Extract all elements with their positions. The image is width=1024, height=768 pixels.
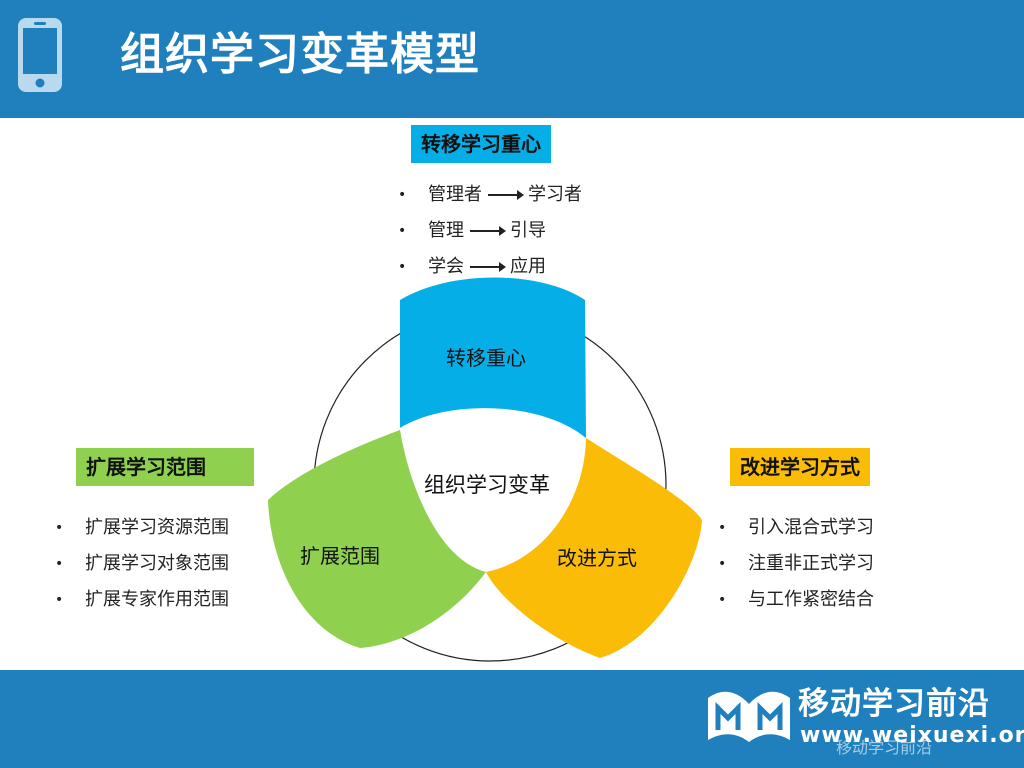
change-model-diagram: 转移重心 扩展范围 改进方式 组织学习变革 [268,277,702,662]
list-item: 管理 引导 [398,213,582,249]
petal-label-green: 扩展范围 [300,544,380,568]
item-from: 学会 [428,256,464,277]
list-item: 扩展专家作用范围 [55,582,229,618]
center-label: 组织学习变革 [424,473,550,497]
list-item: 学会 应用 [398,249,582,285]
page-title: 组织学习变革模型 [120,29,480,80]
bullet-list-top: 管理者 学习者 管理 引导 学会 应用 [398,177,582,285]
list-item: 引入混合式学习 [718,510,874,546]
brand-url: www.weixuexi.org [800,723,1024,748]
petal-yellow [486,438,702,658]
brand-name: 移动学习前沿 [798,686,990,722]
petal-green [268,430,486,648]
petal-label-yellow: 改进方式 [557,546,637,570]
arrow-icon [470,226,506,236]
arrow-icon [470,262,506,272]
list-item: 注重非正式学习 [718,546,874,582]
petal-blue [400,277,586,438]
label-right: 改进学习方式 [730,448,870,486]
book-logo-icon [708,691,790,742]
item-to: 引导 [510,220,546,241]
list-item: 扩展学习对象范围 [55,546,229,582]
label-top: 转移学习重心 [411,125,551,163]
list-item: 管理者 学习者 [398,177,582,213]
bullet-list-right: 引入混合式学习 注重非正式学习 与工作紧密结合 [718,510,874,618]
item-to: 学习者 [528,184,582,205]
item-from: 管理 [428,220,464,241]
item-from: 管理者 [428,184,482,205]
header-bar: 组织学习变革模型 [0,0,1024,118]
label-left: 扩展学习范围 [76,448,254,486]
item-to: 应用 [510,256,546,277]
phone-icon [18,18,62,92]
list-item: 与工作紧密结合 [718,582,874,618]
arrow-icon [488,190,524,200]
footer-bar [0,670,1024,768]
petal-label-blue: 转移重心 [446,346,526,370]
list-item: 扩展学习资源范围 [55,510,229,546]
watermark: 移动学习前沿 [836,738,933,757]
bullet-list-left: 扩展学习资源范围 扩展学习对象范围 扩展专家作用范围 [55,510,229,618]
